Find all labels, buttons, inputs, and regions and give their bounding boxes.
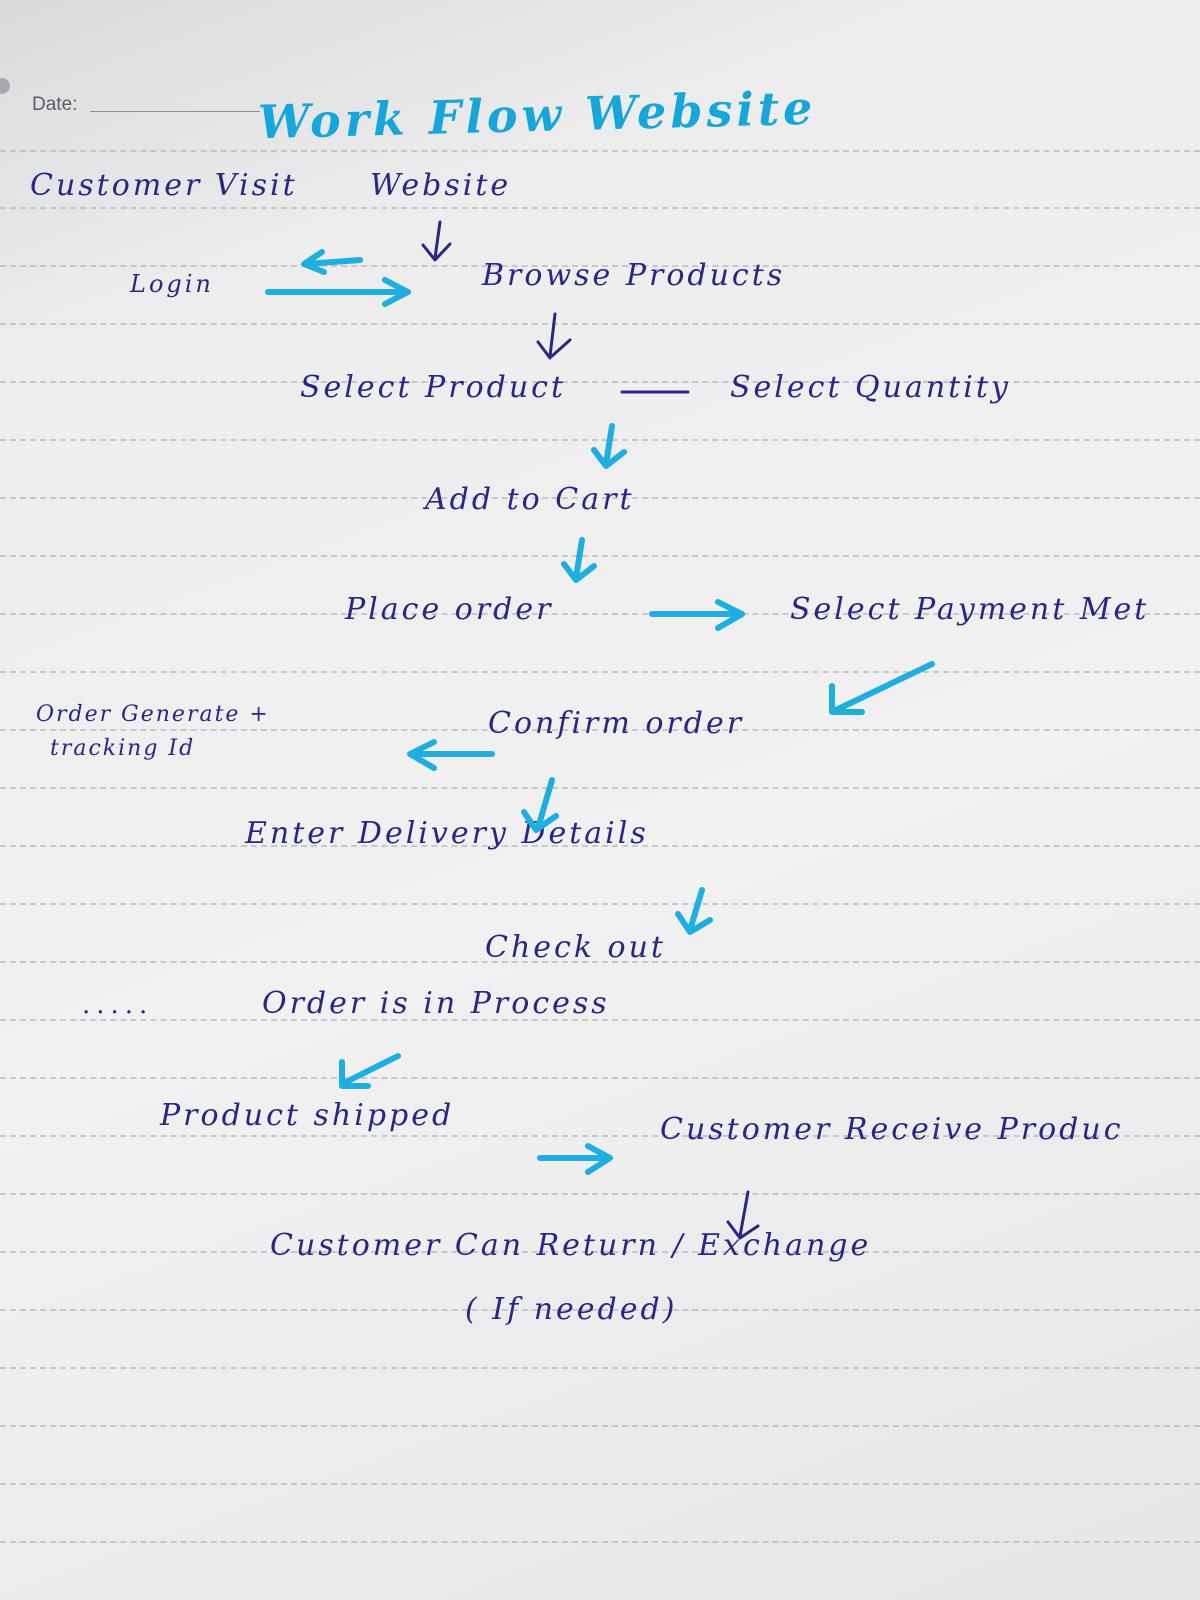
arrow-down-icon [421, 220, 452, 262]
binder-hole-icon [0, 78, 10, 94]
arrow-right-icon [265, 277, 411, 307]
date-line [90, 111, 260, 112]
arrow-right-icon [649, 599, 745, 631]
step-order-in-process: Order is in Process [262, 986, 610, 1021]
step-product-shipped: Product shipped [160, 1098, 455, 1133]
arrow-right-icon [537, 1143, 613, 1175]
step-order-generated-line1: Order Generate + [36, 702, 270, 727]
arrow-down-icon [521, 777, 559, 833]
step-confirm-order: Confirm order [488, 706, 745, 741]
step-enter-delivery-details: Enter Delivery Details [245, 816, 649, 851]
arrow-down-left-icon [829, 661, 935, 715]
step-select-quantity: Select Quantity [730, 370, 1011, 405]
step-select-payment-method: Select Payment Met [790, 592, 1150, 627]
step-website: Website [370, 168, 512, 203]
step-return-exchange-line1: Customer Can Return / Exchange [270, 1228, 872, 1263]
step-customer-receive-product: Customer Receive Produc [660, 1112, 1124, 1147]
arrow-down-icon [536, 312, 572, 360]
step-return-exchange-line2: ( If needed) [465, 1292, 678, 1327]
arrow-down-icon [591, 423, 627, 469]
step-customer-visit: Customer Visit [30, 168, 298, 203]
step-browse-products: Browse Products [482, 258, 786, 293]
arrow-left-icon [407, 739, 495, 771]
step-order-generated-line2: tracking Id [50, 736, 196, 761]
arrow-down-icon [561, 537, 597, 583]
date-label: Date: [32, 94, 78, 115]
arrow-down-icon [675, 887, 713, 935]
arrow-down-left-icon [339, 1053, 401, 1089]
step-check-out: Check out [485, 930, 666, 965]
step-login: Login [130, 270, 214, 298]
arrow-left-icon [301, 249, 363, 275]
step-add-to-cart: Add to Cart [425, 482, 635, 517]
step-select-product: Select Product [300, 370, 567, 405]
step-place-order: Place order [345, 592, 554, 627]
arrow-down-icon [726, 1190, 760, 1240]
ellipsis-dots: ..... [82, 990, 154, 1020]
